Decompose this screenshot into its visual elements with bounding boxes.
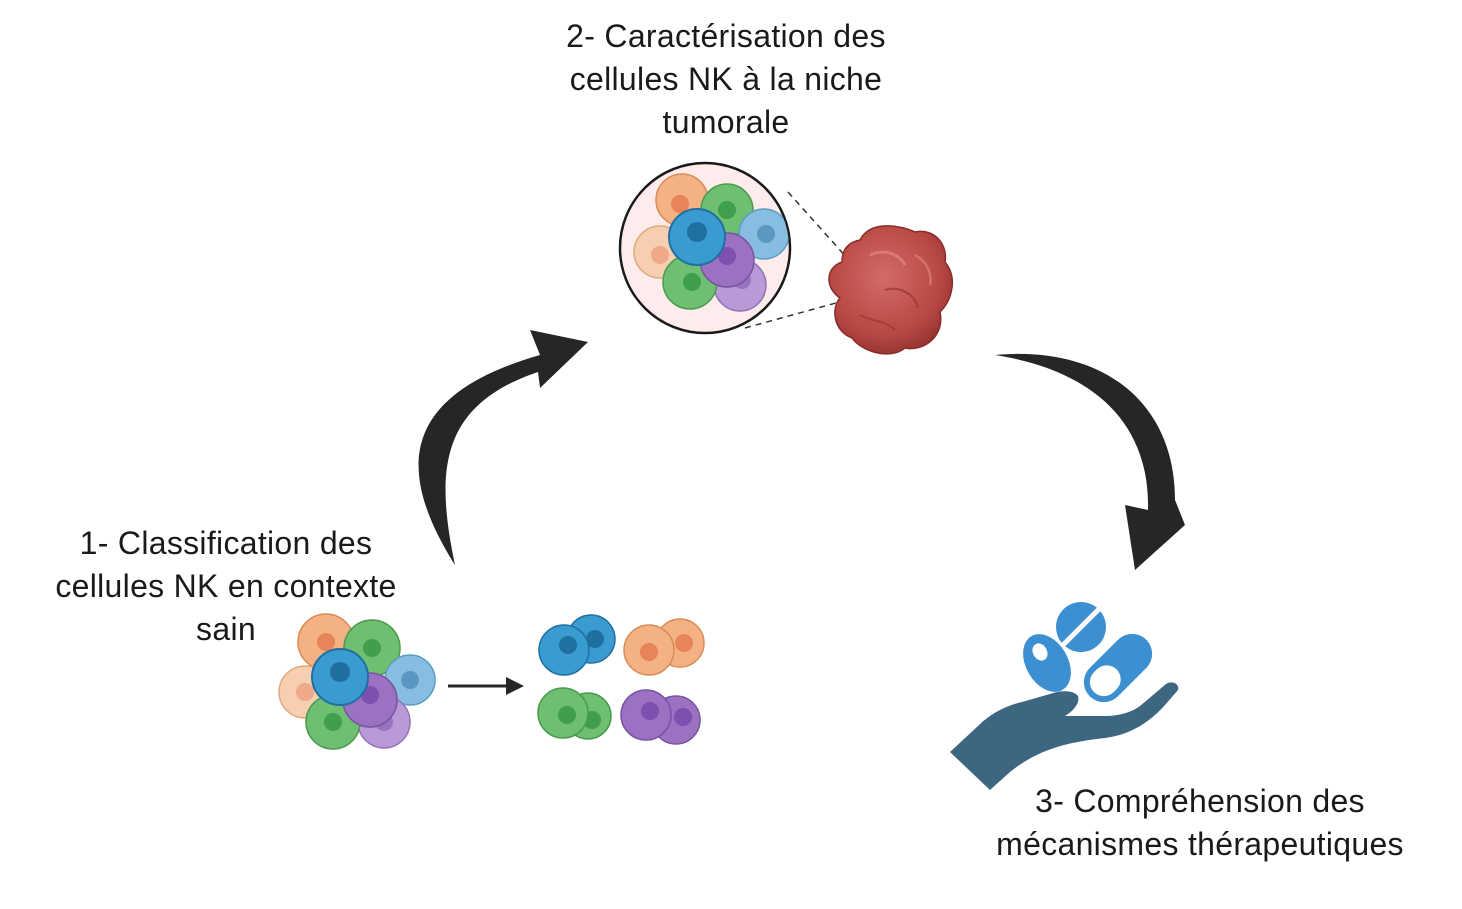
step1-line1: 1- Classification des [79,525,373,561]
step1-label: 1- Classification des cellules NK en con… [10,522,442,651]
step3-label: 3- Compréhension des mécanismes thérapeu… [950,780,1450,866]
step2-line3: tumorale [662,104,790,140]
tumor-microenvironment-zoom-icon [618,161,792,335]
step1-line2: cellules NK en contexte [55,568,397,604]
arrow-step2-to-step3 [995,353,1185,570]
step1-line3: sain [196,611,256,647]
sorted-nk-cell-groups-icon [537,614,705,745]
tumor-mass-icon [828,225,954,355]
step2-label: 2- Caractérisation des cellules NK à la … [510,15,942,144]
mixed-nk-cell-cluster-icon [278,613,436,750]
step3-line2: mécanismes thérapeutiques [996,826,1404,862]
arrow-classification [448,677,524,695]
step2-line2: cellules NK à la niche [569,61,883,97]
arrow-step1-to-step2 [418,330,588,565]
step3-line1: 3- Compréhension des [1035,783,1365,819]
hand-holding-pills-icon [950,602,1179,790]
step2-line1: 2- Caractérisation des [566,18,886,54]
